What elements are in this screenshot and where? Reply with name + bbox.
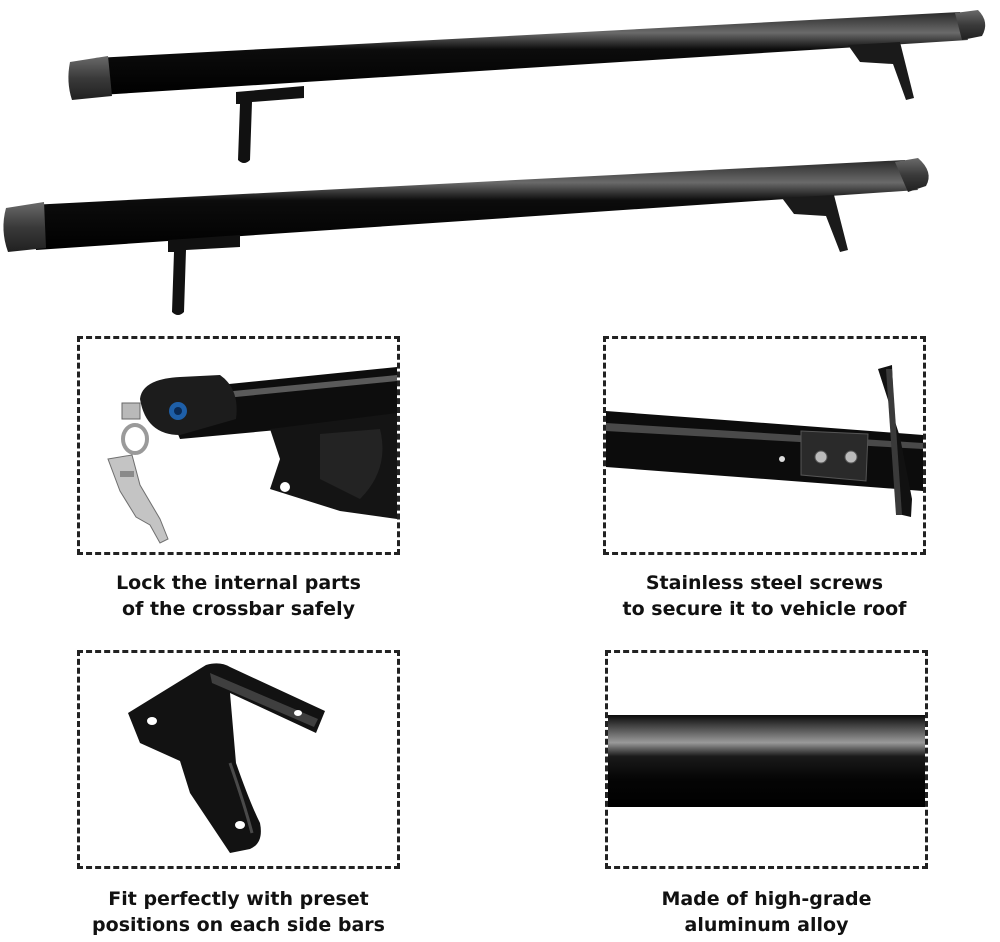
- caption-line: to secure it to vehicle roof: [622, 598, 907, 620]
- crossbar-tube-icon: [608, 715, 925, 807]
- caption-line: of the crossbar safely: [122, 598, 355, 620]
- feature-caption-tube: Made of high-grade aluminum alloy: [605, 886, 928, 938]
- feature-caption-bracket: Fit perfectly with preset positions on e…: [77, 886, 400, 938]
- lock-key-icon: [107, 367, 397, 544]
- feature-panel-bracket: [77, 650, 400, 869]
- caption-line: aluminum alloy: [684, 914, 849, 936]
- feature-panel-tube: [605, 650, 928, 869]
- caption-line: Made of high-grade: [661, 888, 872, 910]
- crossbar-top: [68, 10, 986, 163]
- caption-line: Fit perfectly with preset: [108, 888, 369, 910]
- caption-line: Lock the internal parts: [116, 572, 361, 594]
- feature-caption-screws: Stainless steel screws to secure it to v…: [603, 570, 926, 622]
- caption-line: Stainless steel screws: [645, 572, 884, 594]
- screw-bracket-icon: [606, 365, 923, 517]
- feature-caption-lock: Lock the internal parts of the crossbar …: [77, 570, 400, 622]
- feature-panel-lock: [77, 336, 400, 555]
- crossbar-bottom: [3, 158, 929, 315]
- mounting-bracket-icon: [128, 663, 325, 853]
- crossbars-product-image: [3, 10, 986, 315]
- feature-panel-screws: [603, 336, 926, 555]
- caption-line: positions on each side bars: [92, 914, 385, 936]
